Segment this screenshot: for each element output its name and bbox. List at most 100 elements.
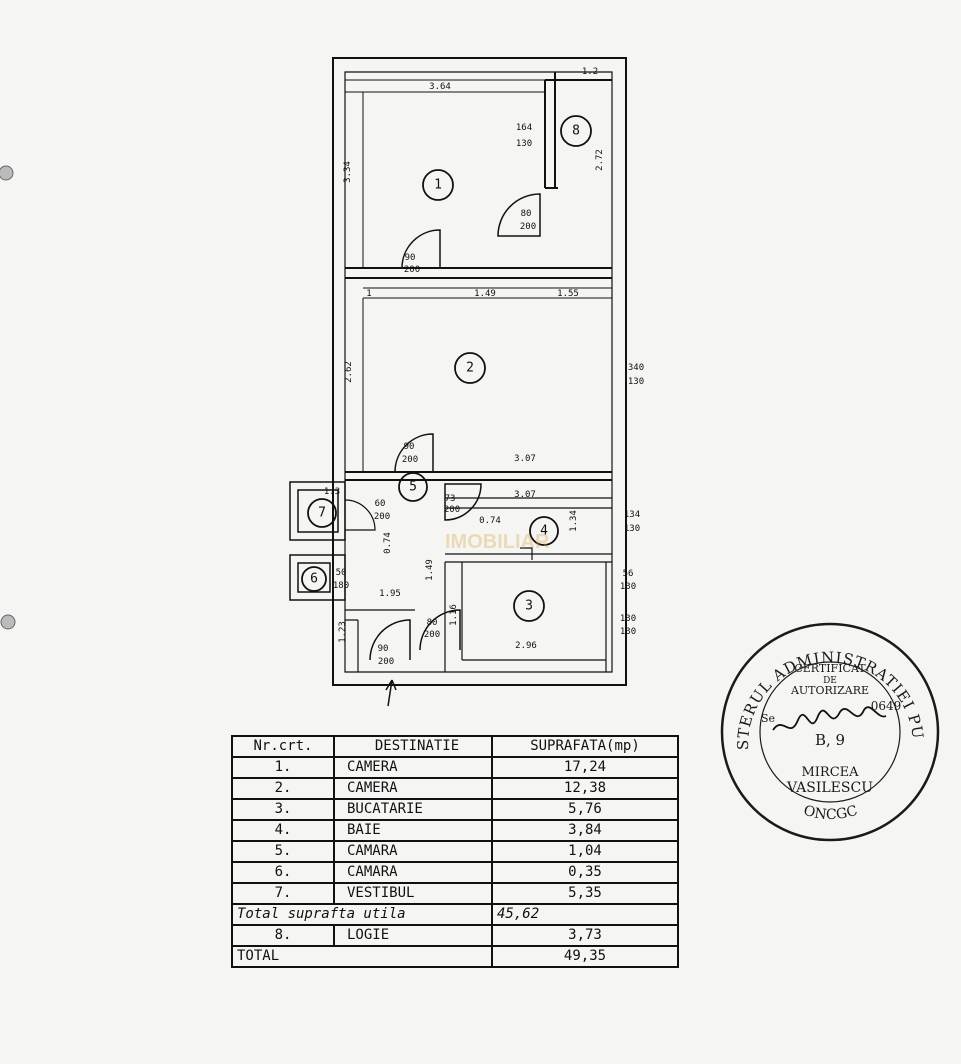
stamp-ring-bottom: ONCGC (802, 803, 860, 823)
stamp-name2: VASILESCU (786, 780, 873, 796)
binder-hole-bottom (0, 614, 16, 630)
dim-label: 1.16 (449, 604, 459, 626)
dim-label: 1.55 (557, 289, 579, 299)
wall-1-2 (345, 267, 612, 279)
stamp-outer-ring (720, 622, 940, 842)
table-header-row: Nr.crt. DESTINATIE SUPRAFATA(mp) (231, 735, 679, 758)
dim-label: 2.62 (344, 361, 354, 383)
room-circle-1 (422, 169, 454, 201)
dim-label: 130 (516, 139, 532, 149)
table-cell: BAIE (333, 819, 493, 842)
subtotal-row: Total suprafta utila 45,62 (231, 903, 679, 926)
subtotal-label: Total suprafta utila (231, 903, 493, 926)
stamp-inner-ring (759, 661, 901, 803)
table-cell: 3,73 (491, 924, 679, 947)
room-number-1: 1 (434, 178, 442, 193)
door-room2 (394, 433, 434, 473)
stamp-class: B, 9 (815, 731, 845, 749)
room-number-8: 8 (572, 124, 580, 139)
door-room3 (419, 609, 461, 651)
wall-room4 (445, 497, 612, 563)
room-circle-3 (513, 590, 545, 622)
entrance-arrow (385, 679, 397, 707)
dim-label: 3.34 (343, 161, 353, 183)
table-cell: 17,24 (491, 756, 679, 779)
table-cell: 1. (231, 756, 335, 779)
table-cell: CAMERA (333, 756, 493, 779)
dim-label: 130 (620, 627, 636, 637)
door-room7 (344, 499, 376, 531)
room-number-2: 2 (466, 361, 474, 376)
room-number-4: 4 (540, 524, 548, 539)
stamp-line2: DE (823, 676, 837, 686)
surface-table: Nr.crt. DESTINATIE SUPRAFATA(mp) 1. CAME… (231, 735, 679, 968)
dim-label: 130 (628, 377, 644, 387)
room-circle-2 (454, 352, 486, 384)
dim-label: 134 (624, 510, 640, 520)
room-circle-4 (529, 516, 559, 546)
door-room4 (444, 483, 482, 521)
dim-label: 2.72 (595, 149, 605, 171)
table-cell: BUCATARIE (333, 798, 493, 821)
room-number-6: 6 (310, 572, 318, 587)
dim-label: 90 (378, 644, 389, 654)
dim-label: 1 (366, 289, 371, 299)
dim-label: 1.95 (379, 589, 401, 599)
dim-label: 50 (336, 568, 347, 578)
table-cell: 0,35 (491, 861, 679, 884)
dim-label: 1.3 (324, 487, 340, 497)
table-cell: 3,84 (491, 819, 679, 842)
table-cell: 5,76 (491, 798, 679, 821)
room-circle-5 (398, 472, 428, 502)
dim-label: 73 (445, 494, 456, 504)
dim-label: 2.96 (515, 641, 537, 651)
table-cell: 7. (231, 882, 335, 905)
dim-label: 90 (404, 442, 415, 452)
dim-label: 80 (427, 618, 438, 628)
table-cell: CAMARA (333, 861, 493, 884)
door-room1 (401, 229, 441, 269)
table-row: 5. CAMARA 1,04 (231, 840, 679, 863)
dim-label: 130 (620, 582, 636, 592)
table-row: 3. BUCATARIE 5,76 (231, 798, 679, 821)
table-cell: 5. (231, 840, 335, 863)
dim-label: 200 (378, 657, 394, 667)
dim-label: 200 (404, 265, 420, 275)
dim-label: 340 (628, 363, 644, 373)
wall-room8 (544, 72, 612, 189)
room-circle-6 (301, 566, 327, 592)
stamp-name1: MIRCEA (801, 765, 859, 780)
inner-wall-line (344, 71, 613, 673)
dim-label: 200 (444, 505, 460, 515)
dim-label: 180 (333, 581, 349, 591)
total-row: TOTAL 49,35 (231, 945, 679, 968)
table-row: 8. LOGIE 3,73 (231, 924, 679, 947)
stamp-serie: Se (761, 712, 775, 725)
room-number-3: 3 (525, 599, 533, 614)
subtotal-value: 45,62 (491, 903, 679, 926)
dim-label: 200 (374, 512, 390, 522)
room-circle-8 (560, 115, 592, 147)
binder-hole-top (0, 165, 14, 181)
dim-label: 164 (516, 123, 532, 133)
wall-room3 (444, 562, 607, 672)
door-entrance (369, 619, 411, 661)
stamp-number: 0649 (871, 699, 902, 713)
wall-2-4 (345, 471, 612, 481)
table-cell: CAMARA (333, 840, 493, 863)
dim-label: 3.64 (429, 82, 451, 92)
dim-label: 90 (405, 253, 416, 263)
table-cell: 4. (231, 819, 335, 842)
floor-plan: 1 8 2 5 7 4 6 3 3.64 1.2 3.34 2.72 164 1… (0, 57, 644, 707)
dim-label: 200 (402, 455, 418, 465)
wall-room7 (289, 481, 346, 541)
watermark: IMOBILIAR (445, 531, 550, 553)
dim-label: 0.74 (479, 516, 501, 526)
dim-label: 1.49 (474, 289, 496, 299)
table-cell: 12,38 (491, 777, 679, 800)
outer-wall (332, 57, 627, 686)
dim-bar-room2 (363, 287, 612, 299)
table-row: 7. VESTIBUL 5,35 (231, 882, 679, 905)
dim-label: 1.23 (338, 621, 348, 643)
dim-label: 3.07 (514, 490, 536, 500)
